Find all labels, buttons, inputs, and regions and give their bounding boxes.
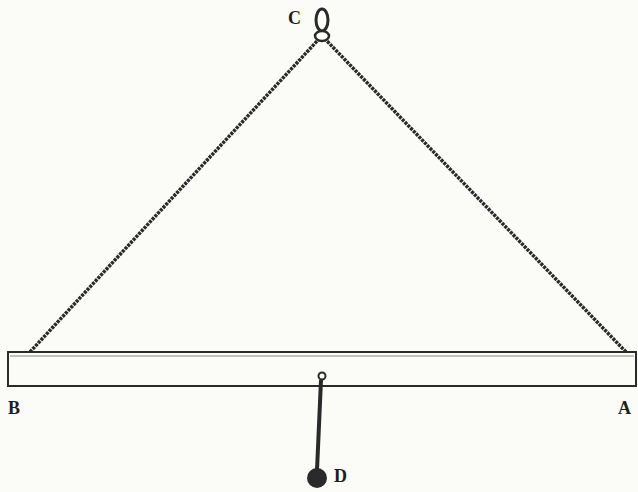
bar-edge	[10, 356, 634, 357]
point-label: B	[8, 398, 20, 418]
weight	[307, 468, 327, 488]
knot	[315, 31, 329, 41]
cord	[317, 380, 321, 470]
point-label: C	[288, 8, 301, 28]
right-string	[326, 40, 626, 352]
point-label: D	[334, 466, 347, 486]
ring	[316, 9, 328, 31]
hook	[319, 373, 326, 380]
left-string	[30, 40, 318, 352]
point-label: A	[618, 398, 631, 418]
